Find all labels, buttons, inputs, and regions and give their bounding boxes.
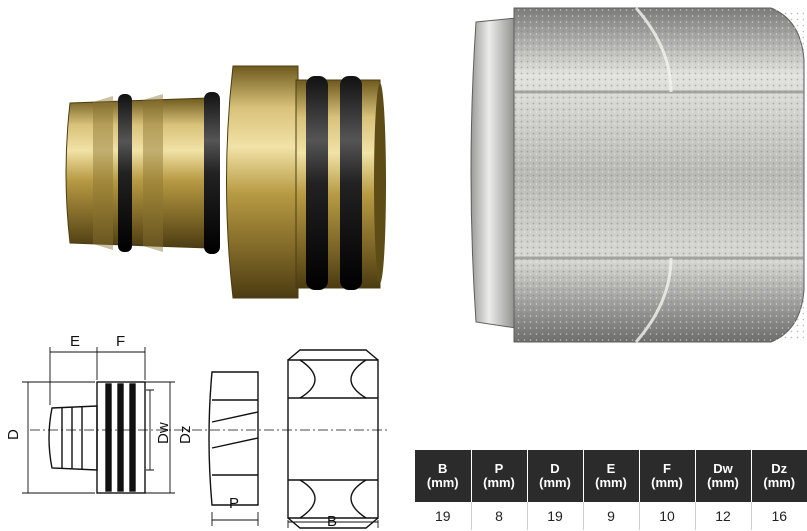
table-header-row: B(mm) P(mm) D(mm) E(mm) F(mm) Dw(mm) Dz(… bbox=[415, 450, 807, 502]
chrome-nut-photo bbox=[470, 7, 805, 343]
header-f: F(mm) bbox=[638, 450, 695, 502]
table-row: 19 8 19 9 10 12 16 bbox=[415, 502, 807, 530]
dimensions-table: B(mm) P(mm) D(mm) E(mm) F(mm) Dw(mm) Dz(… bbox=[415, 450, 807, 530]
header-p: P(mm) bbox=[470, 450, 527, 502]
header-e: E(mm) bbox=[582, 450, 639, 502]
header-dz: Dz(mm) bbox=[750, 450, 807, 502]
label-dz: Dz bbox=[177, 426, 194, 444]
value-f: 10 bbox=[638, 502, 695, 530]
brass-fitting-photo bbox=[65, 65, 386, 299]
label-d: D bbox=[5, 429, 22, 440]
label-b: B bbox=[327, 513, 337, 530]
value-dz: 16 bbox=[750, 502, 807, 530]
label-p: P bbox=[229, 495, 239, 512]
label-dw: Dw bbox=[155, 422, 172, 444]
value-b: 19 bbox=[434, 508, 451, 524]
value-p: 8 bbox=[470, 502, 527, 530]
label-e: E bbox=[70, 333, 80, 350]
value-dw: 12 bbox=[694, 502, 751, 530]
value-e: 9 bbox=[582, 502, 639, 530]
header-dw: Dw(mm) bbox=[694, 450, 751, 502]
technical-drawing: E F D Dw Dz P B bbox=[5, 333, 390, 530]
value-d: 19 bbox=[526, 502, 583, 530]
header-d: D(mm) bbox=[526, 450, 583, 502]
label-f: F bbox=[116, 333, 125, 350]
header-b: B(mm) bbox=[415, 450, 471, 502]
